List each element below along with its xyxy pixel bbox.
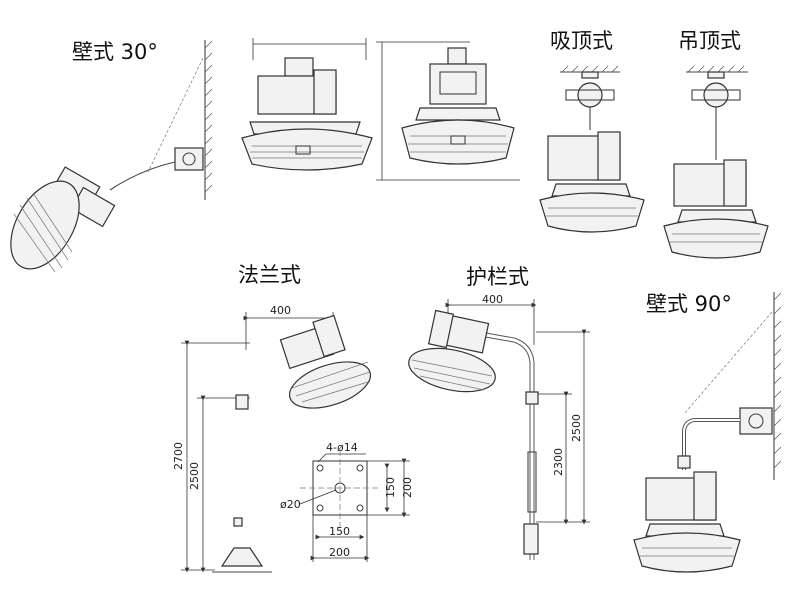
wall-90-mount-drawing: 壁式 90° xyxy=(633,292,782,573)
lamp-side-view xyxy=(241,38,373,171)
flange-total-height-dim: 2700 xyxy=(172,442,185,470)
wall-90-title: 壁式 90° xyxy=(646,292,732,316)
flange-pole-height-dim: 2500 xyxy=(188,462,201,490)
plate-bore-dim: ø20 xyxy=(280,498,301,511)
plate-inner-height-dim: 150 xyxy=(384,477,397,498)
flange-reach-dim: 400 xyxy=(270,304,291,317)
pendant-title: 吊顶式 xyxy=(678,29,741,53)
pendant-mount-drawing: 吊顶式 xyxy=(663,29,769,259)
railing-mount-drawing: 护栏式 400 2500 2300 xyxy=(408,265,590,560)
plate-outer-width-dim: 200 xyxy=(329,546,350,559)
ceiling-title: 吸顶式 xyxy=(550,29,613,53)
railing-total-height-dim: 2500 xyxy=(570,414,583,442)
wall-30-title: 壁式 30° xyxy=(72,40,158,64)
ceiling-mount-drawing: 吸顶式 xyxy=(539,29,645,233)
flange-plate-drawing: 4-ø14 ø20 150 200 150 200 xyxy=(280,441,414,562)
railing-title: 护栏式 xyxy=(466,265,529,289)
railing-pole-height-dim: 2300 xyxy=(552,448,565,476)
flange-title: 法兰式 xyxy=(238,263,301,287)
railing-reach-dim: 400 xyxy=(482,293,503,306)
wall-30-mount-drawing: 壁式 30° xyxy=(10,40,213,273)
plate-outer-height-dim: 200 xyxy=(401,477,414,498)
lamp-front-view xyxy=(376,41,520,181)
plate-holes-dim: 4-ø14 xyxy=(326,441,358,454)
flange-mount-drawing: 法兰式 400 2700 2500 xyxy=(172,263,372,573)
plate-inner-width-dim: 150 xyxy=(329,525,350,538)
